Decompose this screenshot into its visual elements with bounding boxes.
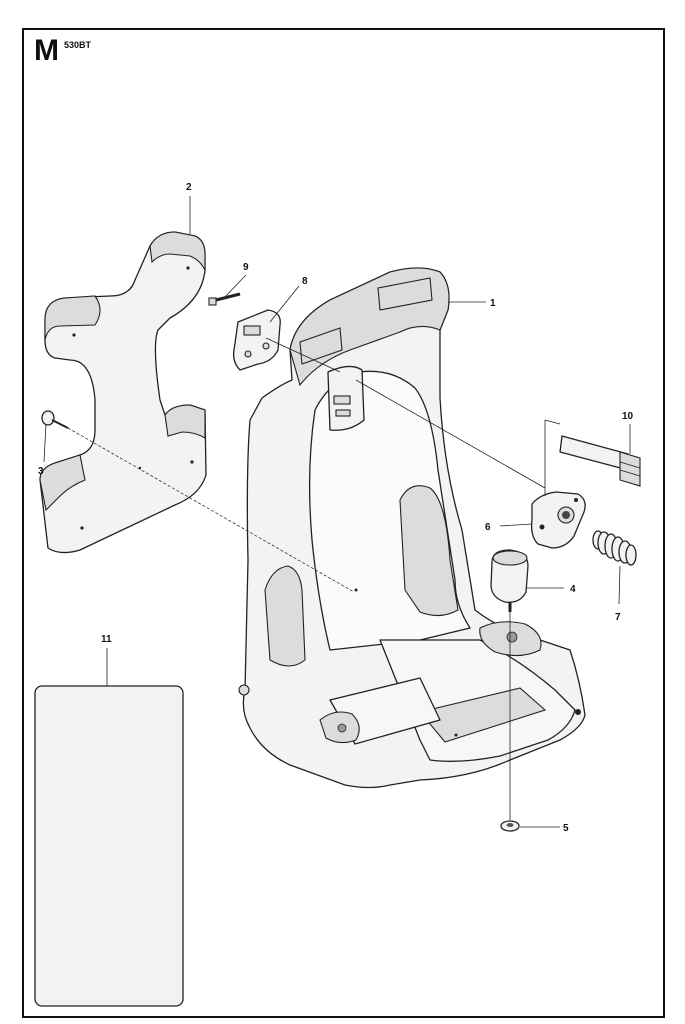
callout-2: 2 (186, 182, 192, 193)
callout-10: 10 (622, 411, 634, 422)
assembly-line-bracket (265, 337, 341, 373)
bracket-plate-part (232, 309, 281, 371)
label-card-part (34, 685, 184, 1007)
model-number: 530BT (64, 40, 92, 50)
strap-part (559, 435, 641, 487)
callout-8: 8 (302, 276, 308, 287)
callout-7: 7 (615, 612, 621, 623)
callout-3: 3 (38, 466, 44, 477)
callout-9: 9 (243, 262, 249, 273)
screw-part (208, 292, 241, 306)
hinge-bracket-part (530, 491, 586, 549)
section-letter: M (34, 34, 59, 67)
assembly-line-hinge (355, 379, 546, 489)
callout-1: 1 (490, 298, 496, 309)
leader-lines (43, 196, 631, 828)
main-frame-part (238, 267, 586, 789)
callout-4: 4 (570, 584, 576, 595)
callout-6: 6 (485, 522, 491, 533)
callout-5: 5 (563, 823, 569, 834)
pad-screw-part (41, 410, 69, 429)
assembly-line-strap-top (544, 419, 561, 425)
spring-part (592, 530, 637, 566)
back-pad-part (39, 231, 207, 554)
washer-part (500, 820, 520, 832)
callout-11: 11 (101, 634, 112, 645)
damper-part (490, 549, 529, 612)
drawing-frame (22, 28, 665, 1018)
